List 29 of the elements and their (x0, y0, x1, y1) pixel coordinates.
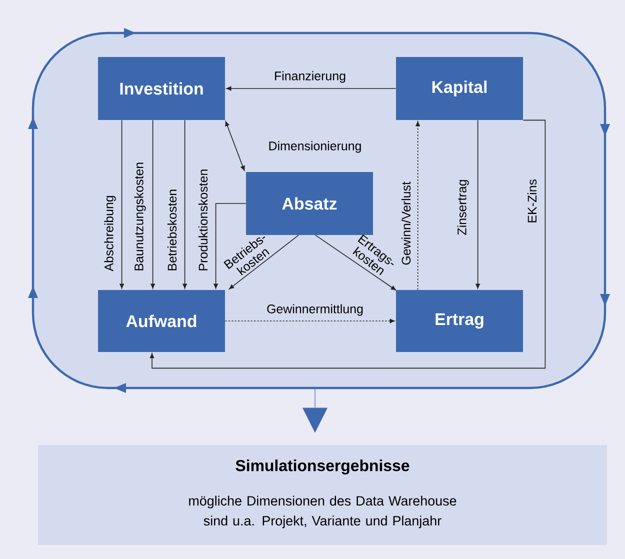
process-box: Kapital (396, 57, 523, 120)
edge-label: Dimensionierung (269, 141, 361, 153)
arrow (476, 120, 480, 289)
process-box: Ertrag (396, 290, 523, 352)
panel-title: Simulationsergebnisse (236, 460, 410, 474)
process-box: Aufwand (98, 290, 225, 352)
edge-label: Betriebskosten (167, 190, 177, 270)
edge-label: Gewinnermittlung (267, 304, 363, 316)
process-box: Investition (98, 57, 225, 120)
arrow (315, 234, 396, 290)
edge-label: Zinsertrag (457, 180, 469, 235)
arrow (226, 86, 396, 91)
arrow (150, 120, 155, 289)
edge-label: Baunutzungskosten (134, 162, 146, 270)
edge-label: Finanzierung (275, 71, 346, 83)
arrow (120, 120, 124, 289)
edge-label: EK-Zins (527, 179, 537, 222)
arrow (416, 121, 420, 290)
arrow (224, 318, 395, 324)
arrow (214, 203, 246, 289)
process-box: Absatz (246, 172, 373, 235)
arrow (182, 120, 187, 289)
edge-label: Produktionskosten (198, 170, 208, 270)
arrow (228, 234, 299, 290)
panel-text: mögliche Dimensionen des Data Warehouse sind u.a. Projekt, Variante und Planjahr (189, 496, 456, 528)
arrow (150, 120, 546, 369)
edge-label: Gewinn/Verlust (401, 182, 411, 265)
arrow (225, 121, 245, 171)
edge-label: Abschreibung (104, 196, 116, 272)
